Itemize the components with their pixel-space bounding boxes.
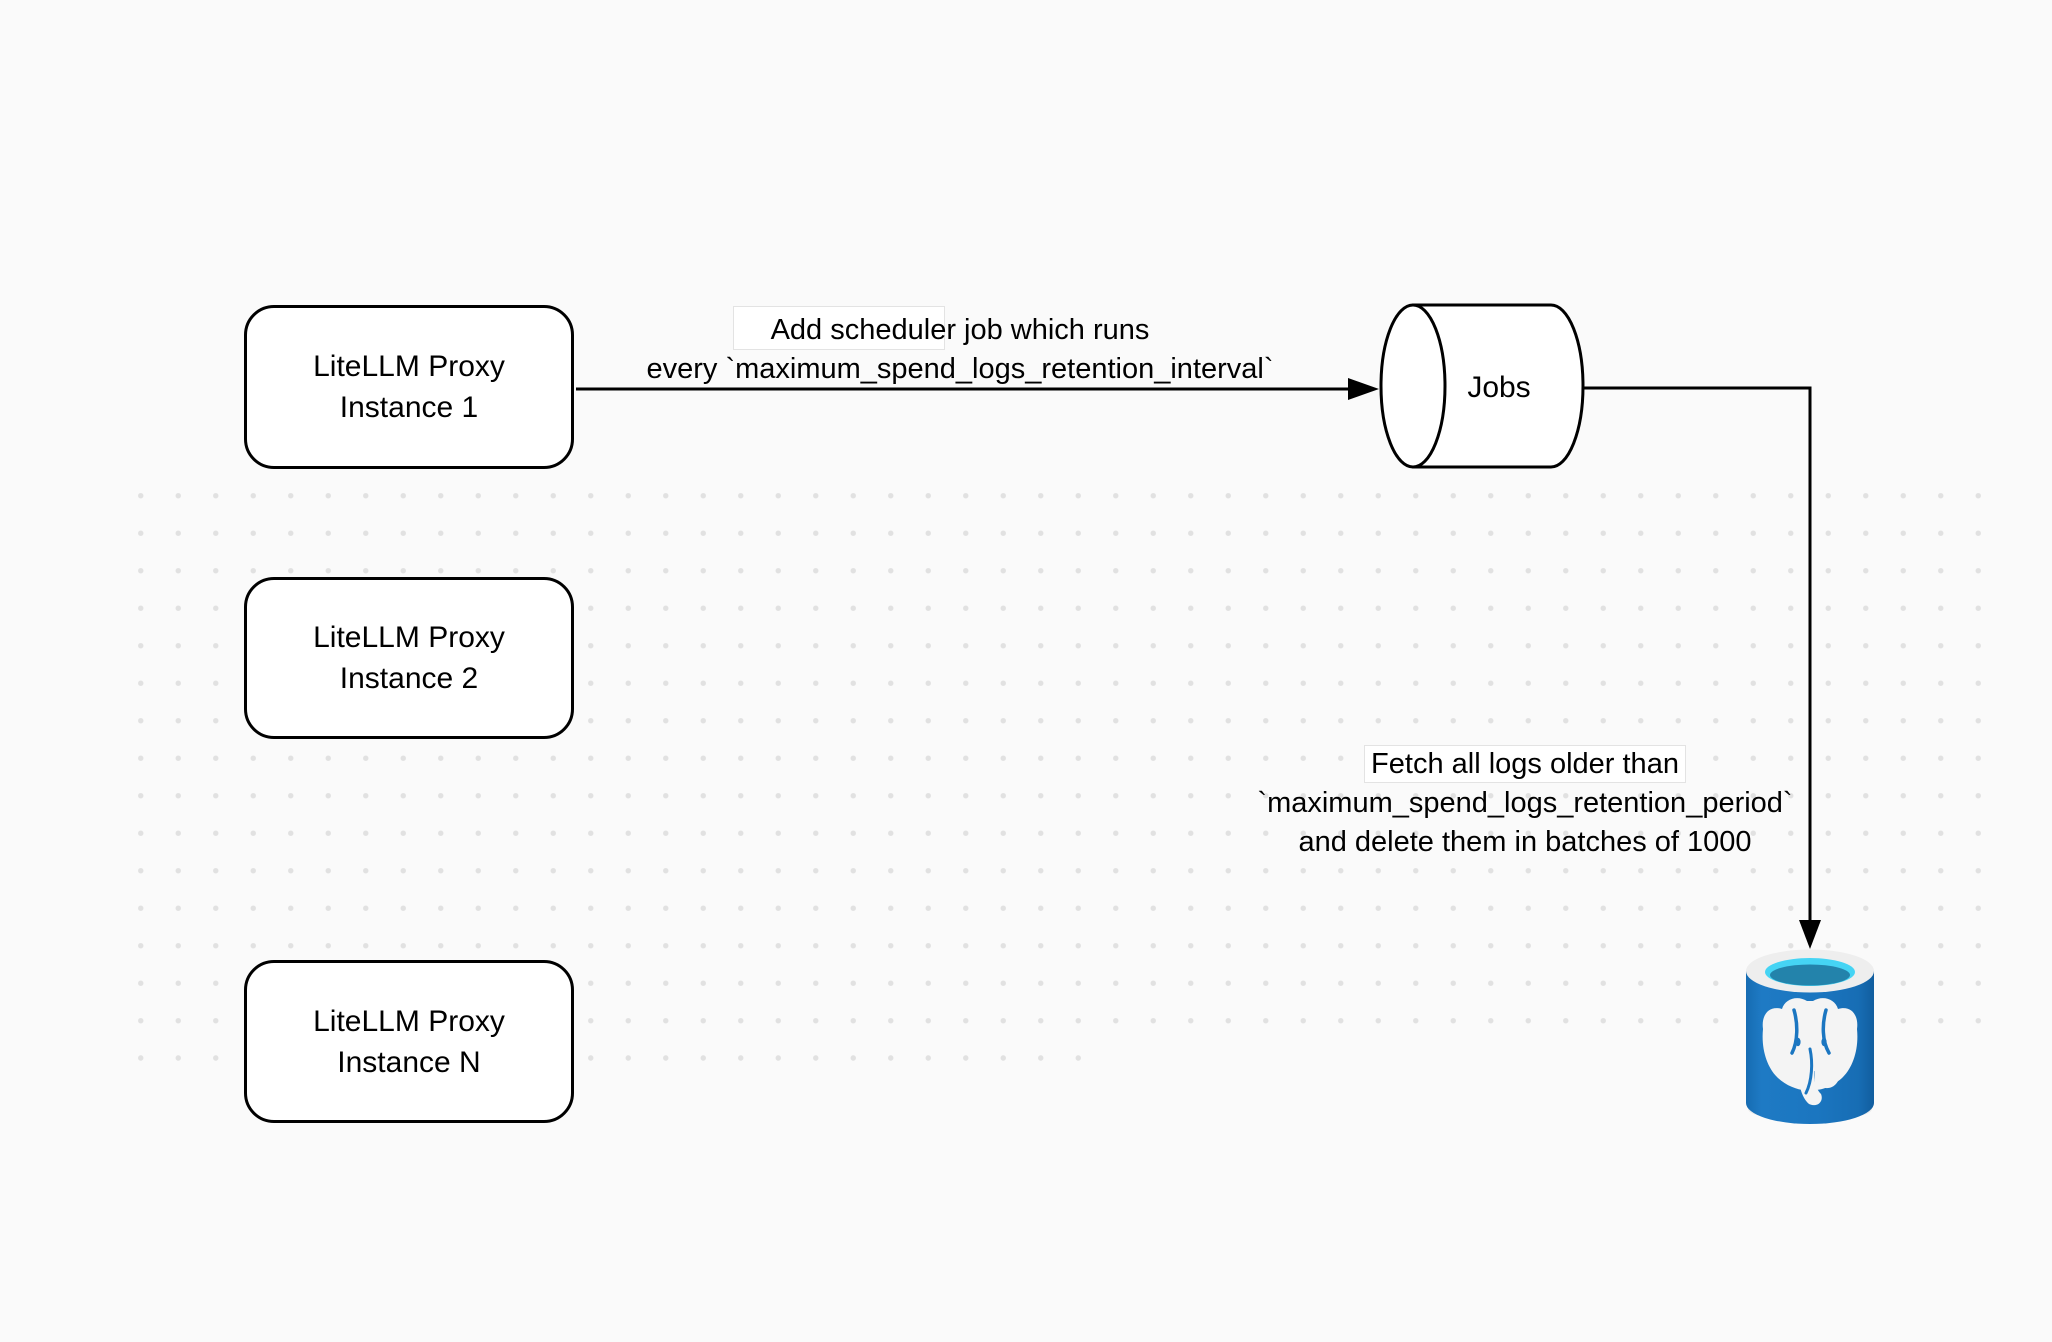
node-label-line: Instance 2 [339, 662, 479, 695]
postgres-water-depth [1770, 964, 1850, 986]
arrowhead-down [1799, 920, 1821, 949]
arrow-fetch-delete [1583, 386, 1821, 949]
edge-label-background [733, 306, 945, 350]
edge-label-line: `maximum_spend_logs_retention_period` [1257, 787, 1793, 819]
postgresql-database-icon [1746, 949, 1874, 1124]
node-jobs-label: Jobs [1467, 371, 1531, 404]
node-label-line: Instance N [337, 1045, 481, 1079]
edge-label-line: every `maximum_spend_logs_retention_inte… [646, 353, 1274, 385]
edge-label-highlighted-line: Fetch all logs older than [1364, 745, 1686, 783]
node-label-line: LiteLLM Proxy [313, 621, 505, 654]
edge-label-line: and delete them in batches of 1000 [1298, 826, 1752, 858]
elephant-right-eye [1821, 1037, 1827, 1047]
edge-label-scheduler: Add scheduler job which runs every `maxi… [560, 311, 1360, 389]
node-label-line: LiteLLM Proxy [313, 1004, 505, 1038]
arrow-scheduler-job [576, 378, 1379, 400]
cylinder-left-cap [1379, 303, 1447, 469]
node-label-line: Instance 1 [339, 391, 479, 424]
elephant-tusk [1820, 1075, 1840, 1089]
node-litellm-proxy-instance-1: LiteLLM Proxy Instance 1 [244, 305, 574, 469]
jobs-queue-shape [1379, 303, 1585, 469]
edge-label-line: Fetch all logs older than [1125, 745, 1925, 784]
postgres-elephant-logo [1762, 998, 1858, 1106]
arrowhead-right [1348, 378, 1379, 400]
node-label-line: LiteLLM Proxy [313, 350, 505, 383]
edge-label-cleanup: Fetch all logs older than `maximum_spend… [1125, 745, 1925, 862]
edge-label-line: Add scheduler job which runs [770, 314, 1150, 346]
node-litellm-proxy-instance-2: LiteLLM Proxy Instance 2 [244, 577, 574, 739]
node-litellm-proxy-instance-n: LiteLLM Proxy Instance N [244, 960, 574, 1123]
elephant-left-eye [1795, 1037, 1801, 1047]
